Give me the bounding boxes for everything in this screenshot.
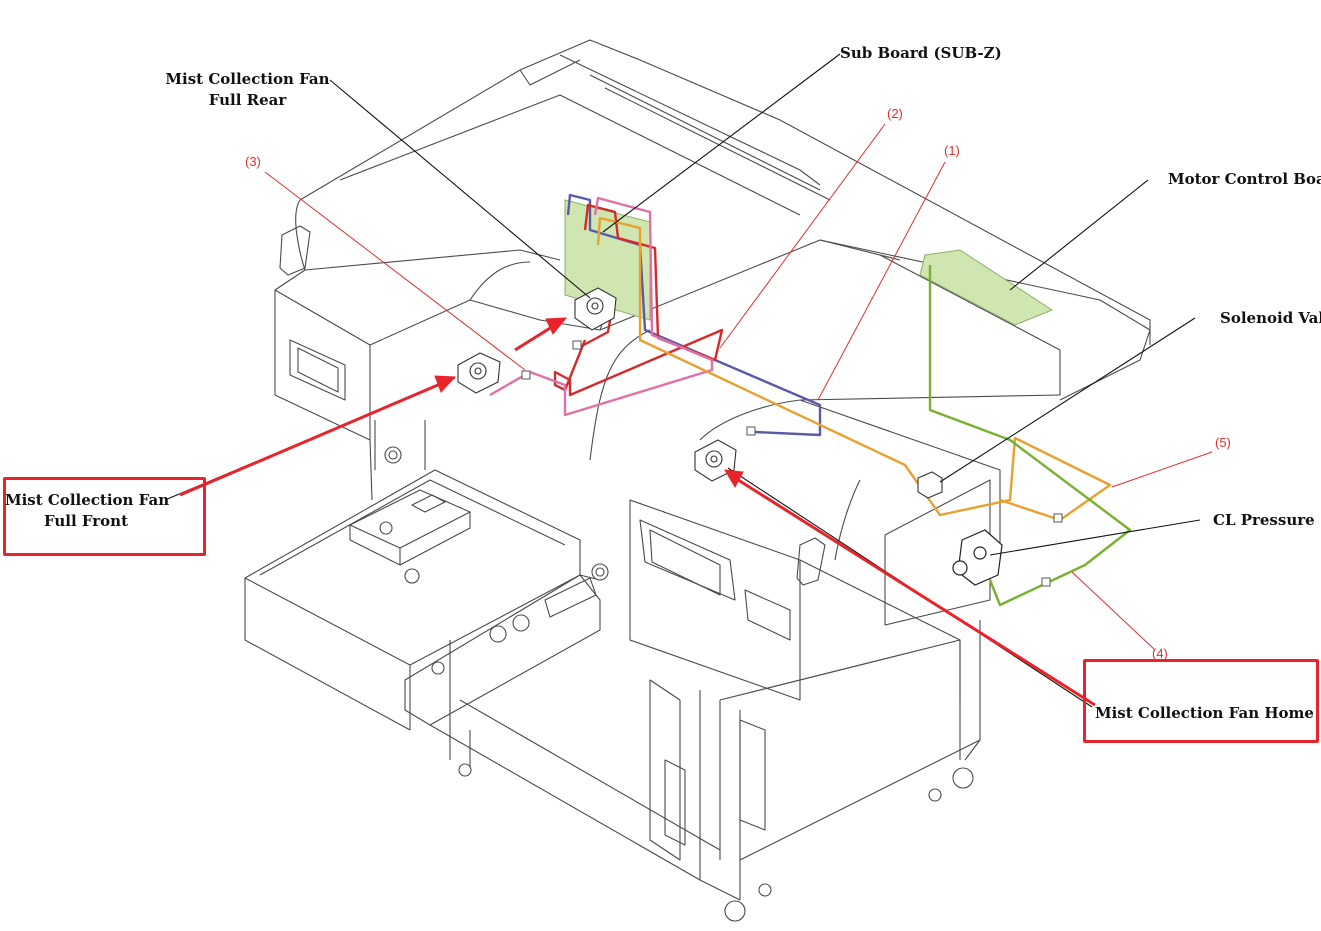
label-sub-board: Sub Board (SUB-Z) (840, 44, 1002, 62)
label-cl-pressure: CL Pressure (1213, 511, 1315, 529)
label-fan-home: Mist Collection Fan Home (1095, 704, 1314, 722)
label-solenoid-valve: Solenoid Val (1220, 309, 1321, 327)
callout-5: (5) (1215, 435, 1231, 450)
mist-fan-full-rear (574, 287, 617, 331)
label-fan-full-front-line1: Mist Collection Fan (5, 491, 170, 509)
label-motor-control-board: Motor Control Boa (1168, 170, 1321, 188)
highlight-box-fan-full-front (3, 477, 206, 556)
motor-control-board (919, 249, 1054, 326)
wire-harnesses (489, 193, 1132, 607)
wire-green (928, 265, 1132, 607)
callout-4: (4) (1152, 646, 1168, 661)
connectors (521, 340, 1063, 587)
label-fan-full-rear-line2: Full Rear (208, 91, 287, 109)
highlight-arrows (179, 317, 1096, 707)
callout-2: (2) (887, 106, 903, 121)
label-fan-full-rear: Mist Collection Fan Full Rear (165, 69, 330, 111)
wire-red (553, 203, 724, 397)
wire-pink (489, 196, 714, 417)
label-fan-full-front: Mist Collection Fan Full Front (5, 490, 170, 532)
wire-orange (596, 216, 1112, 522)
callout-1: (1) (944, 143, 960, 158)
solenoid-valve (917, 471, 943, 499)
cl-pressure-sensor (952, 529, 1003, 586)
label-fan-full-front-line2: Full Front (43, 512, 129, 530)
mist-fan-full-front (457, 352, 501, 394)
leader-lines (164, 53, 1201, 708)
callout-leader-lines (264, 123, 1213, 651)
printer-body-outline (244, 39, 1151, 901)
printer-knobs (379, 446, 974, 922)
highlight-box-fan-home (1083, 659, 1319, 743)
callout-3: (3) (245, 154, 261, 169)
sub-board-z (564, 199, 651, 321)
label-fan-full-rear-line1: Mist Collection Fan (165, 70, 330, 88)
